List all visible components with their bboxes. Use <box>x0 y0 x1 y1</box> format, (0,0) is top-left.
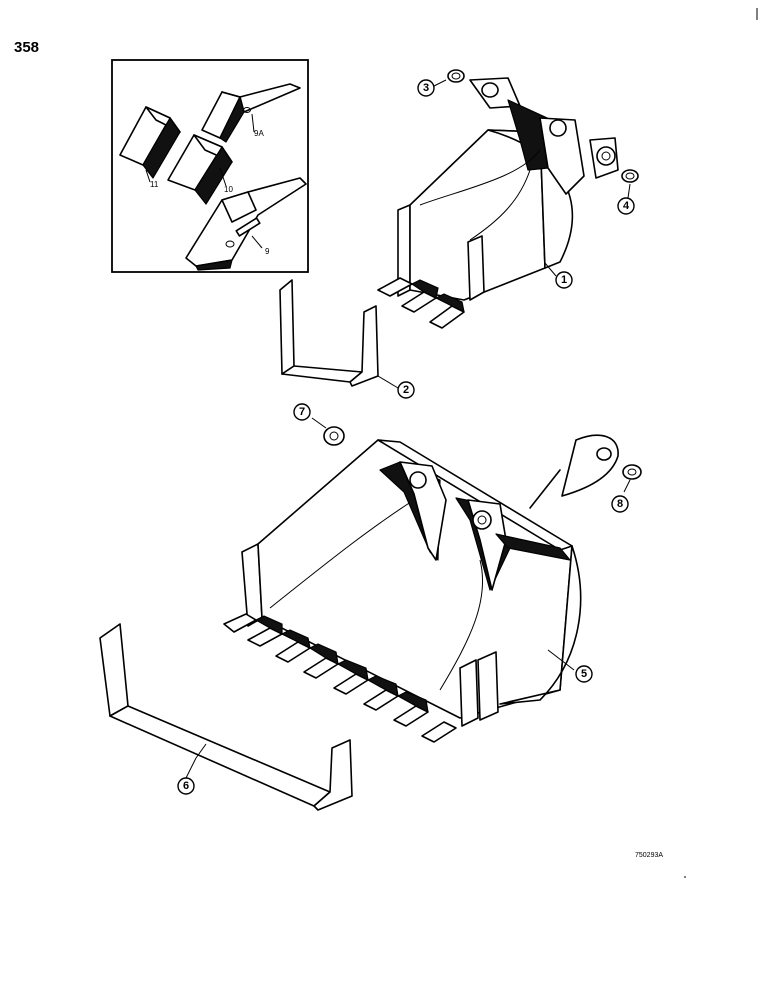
callout-1: 1 <box>555 271 573 289</box>
cutting-edge-6 <box>99 623 353 811</box>
figure-code: 750293A <box>635 852 663 859</box>
svg-text:4: 4 <box>623 200 630 212</box>
side-plate-8 <box>529 434 619 509</box>
svg-text:5: 5 <box>581 668 587 680</box>
tooth-9 <box>185 177 307 271</box>
callout-6: 6 <box>177 777 195 795</box>
label-10: 10 <box>224 185 233 194</box>
bushing-4 <box>621 169 639 199</box>
bushing-7 <box>311 417 345 446</box>
callout-8: 8 <box>611 495 629 513</box>
callout-5: 5 <box>575 665 593 683</box>
inset-frame <box>111 59 309 273</box>
svg-text:7: 7 <box>299 406 305 418</box>
svg-text:2: 2 <box>403 384 409 396</box>
tooth-adapter-10 <box>167 134 233 205</box>
label-9: 9 <box>265 247 270 256</box>
tooth-point-9A <box>201 83 301 143</box>
large-bucket-5 <box>223 439 582 743</box>
svg-text:3: 3 <box>423 82 429 94</box>
bushing-8 <box>622 464 642 493</box>
tooth-adapter-11 <box>119 106 181 179</box>
label-9A: 9A <box>254 129 264 138</box>
teeth-inset: 9A 10 11 9 <box>111 59 309 273</box>
label-11: 11 <box>150 180 159 189</box>
page-number: 358 <box>14 39 39 56</box>
svg-text:8: 8 <box>617 498 623 510</box>
callout-7: 7 <box>293 403 311 421</box>
svg-text:1: 1 <box>561 274 567 286</box>
callout-2: 2 <box>397 381 415 399</box>
cutting-edge-2 <box>279 279 399 389</box>
svg-text:6: 6 <box>183 780 189 792</box>
bushing-3 <box>433 69 465 87</box>
callout-4: 4 <box>617 197 635 215</box>
small-bucket-1 <box>377 77 619 329</box>
callout-3: 3 <box>417 79 435 97</box>
